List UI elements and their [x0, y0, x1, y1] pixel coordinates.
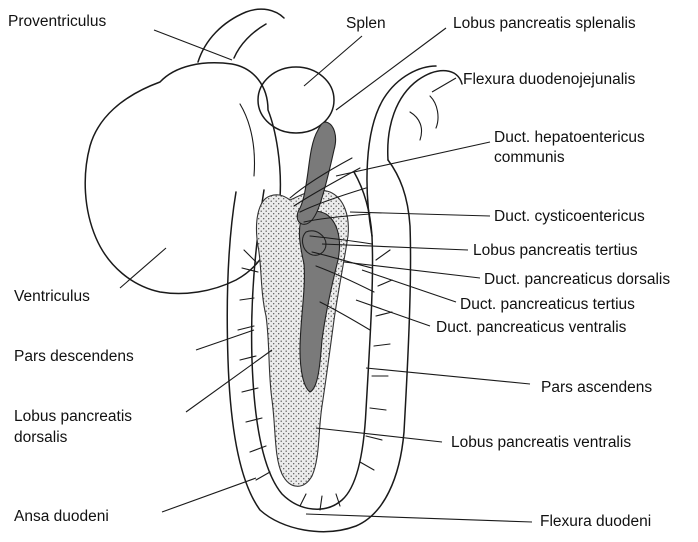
label-lobus-pancreatis-tertius: Lobus pancreatis tertius	[473, 242, 638, 259]
label-flexura-duodeni: Flexura duodeni	[540, 513, 651, 530]
label-duct-cysticoentericus: Duct. cysticoentericus	[494, 208, 645, 225]
label-lobus-pancreatis-dorsalis: Lobus pancreatis	[14, 408, 132, 425]
label-duct-hepatoentericus-communis: communis	[494, 149, 565, 166]
label-lobus-pancreatis-ventralis: Lobus pancreatis ventralis	[451, 434, 631, 451]
label-duct-pancreaticus-ventralis: Duct. pancreaticus ventralis	[436, 319, 627, 336]
label-duct-pancreaticus-dorsalis: Duct. pancreaticus dorsalis	[484, 271, 670, 288]
label-ansa-duodeni: Ansa duodeni	[14, 508, 109, 525]
duodenum-loop	[227, 66, 462, 532]
label-flexura-duodenojejunalis: Flexura duodenojejunalis	[463, 71, 636, 88]
label-pars-ascendens: Pars ascendens	[541, 379, 652, 396]
label-duct-pancreaticus-tertius: Duct. pancreaticus tertius	[460, 296, 635, 313]
label-splen: Splen	[346, 15, 386, 32]
label-proventriculus: Proventriculus	[8, 13, 106, 30]
label-lobus-pancreatis-dorsalis-2: dorsalis	[14, 429, 68, 446]
pancreas	[257, 122, 349, 486]
label-ventriculus: Ventriculus	[14, 288, 90, 305]
proventriculus-organ	[198, 9, 284, 62]
label-lobus-pancreatis-splenalis: Lobus pancreatis splenalis	[453, 15, 636, 32]
ventriculus-organ	[85, 63, 280, 294]
label-duct-hepatoentericus: Duct. hepatoentericus	[494, 129, 645, 146]
label-pars-descendens: Pars descendens	[14, 348, 134, 365]
